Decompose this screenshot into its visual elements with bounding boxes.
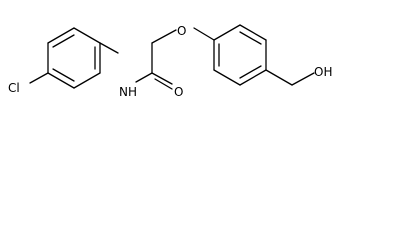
atom-label-cl: Cl [8, 81, 20, 95]
bond-o-ring [193, 27, 215, 41]
atom-label-ether-o: O [177, 24, 186, 38]
chemical-structure-diagram: Cl NH O O OH [8, 24, 332, 99]
atom-label-nh: NH [119, 85, 137, 99]
bond-ch2-o [151, 29, 177, 44]
bond-n-c [135, 72, 153, 83]
atom-label-oh: OH [314, 65, 332, 79]
bond-ch2-oh [291, 72, 315, 86]
atom-label-carbonyl-o: O [174, 85, 183, 99]
bond-ring-n [99, 42, 119, 54]
bond-ring-ch2 [265, 69, 293, 86]
chlorophenyl-ring [47, 27, 101, 89]
phenoxy-ring [213, 24, 267, 86]
carbonyl-double-bond [151, 72, 173, 90]
bond-c-cl [29, 72, 49, 84]
